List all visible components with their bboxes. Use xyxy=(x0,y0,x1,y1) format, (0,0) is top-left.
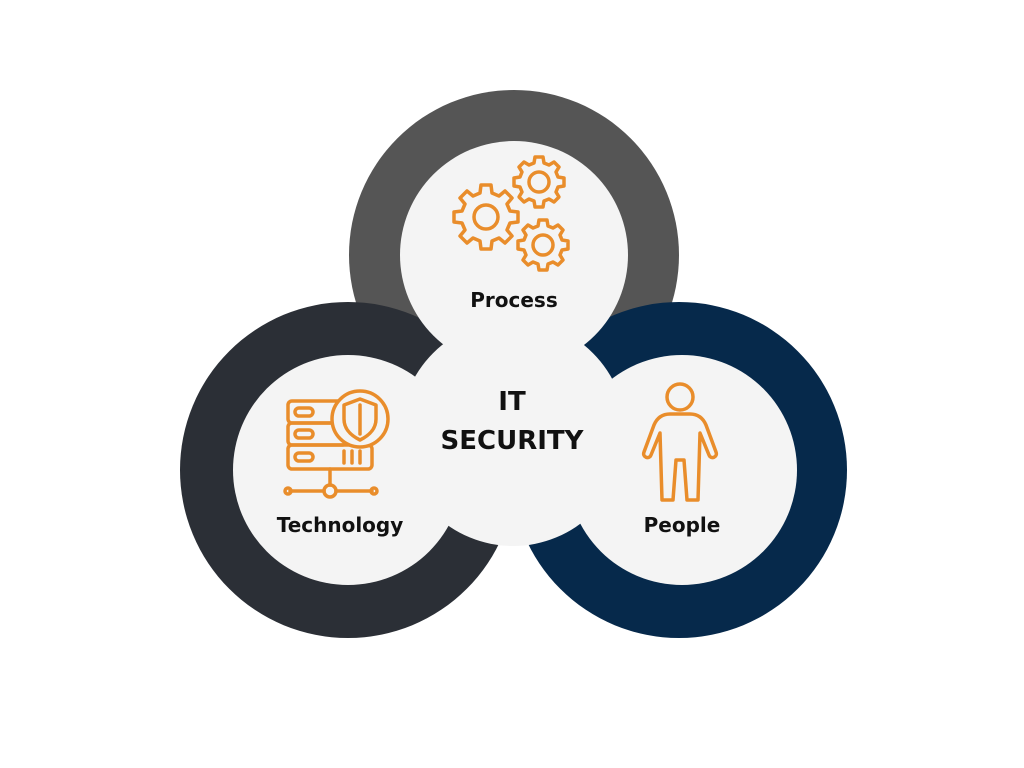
server-shield-icon xyxy=(282,385,402,505)
center-title-line1: IT xyxy=(498,387,526,417)
gears-icon xyxy=(450,155,575,280)
gear-bottom xyxy=(516,218,570,272)
gear-top xyxy=(512,155,566,209)
person-icon xyxy=(640,380,720,505)
center-disk xyxy=(400,320,626,546)
people-label: People xyxy=(643,513,721,537)
gear-large xyxy=(452,183,520,251)
technology-label: Technology xyxy=(276,513,404,537)
center-title-line2: SECURITY xyxy=(440,426,584,456)
process-label: Process xyxy=(470,288,558,312)
